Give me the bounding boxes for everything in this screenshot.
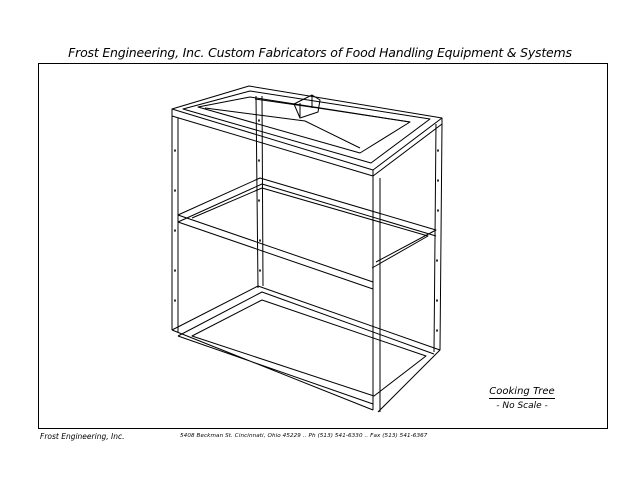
drawing-caption: Cooking Tree - No Scale - [480, 379, 564, 413]
drawing-frame [38, 63, 608, 429]
drawing-scale-note: - No Scale - [496, 401, 548, 411]
footer-address: 5408 Beckman St. Cincinnati, Ohio 45229 … [180, 433, 428, 439]
bottom-shelf [171, 285, 441, 413]
frame-posts [171, 95, 443, 412]
drawing-title: Cooking Tree [489, 386, 555, 399]
footer-company: Frost Engineering, Inc. [40, 432, 125, 441]
page-title: Frost Engineering, Inc. Custom Fabricato… [68, 45, 572, 60]
top-frame [171, 85, 443, 177]
middle-shelf [177, 177, 437, 290]
